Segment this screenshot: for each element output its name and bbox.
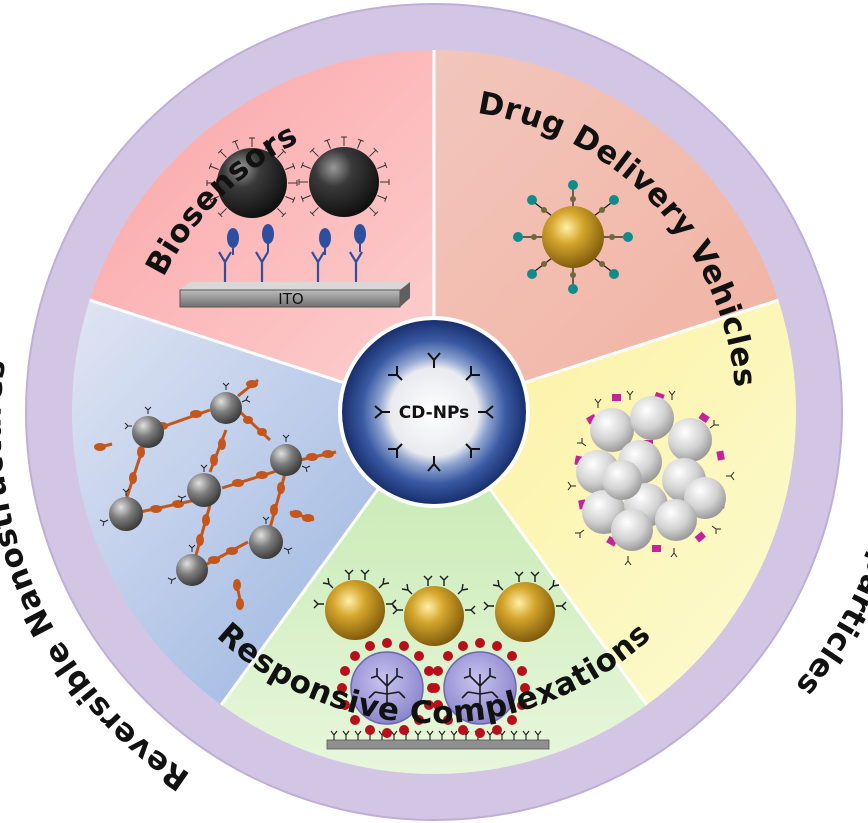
dark-nanoparticle (206, 137, 298, 218)
ito-label: ITO (278, 290, 303, 308)
center-label: CD-NPs (399, 403, 469, 423)
segment-biosensors[interactable] (89, 50, 434, 412)
reversible-network-illustration (94, 378, 337, 610)
center-cd-nanoparticle: CD-NPs (338, 316, 530, 508)
substrate (326, 739, 550, 750)
gold-nanoparticle (392, 575, 476, 646)
vesicle (337, 638, 437, 738)
gray-nanoparticle-group (109, 392, 302, 586)
dark-nanoparticle (299, 137, 389, 217)
responsive-complexation-illustration (313, 569, 567, 750)
vesicle (430, 638, 530, 738)
antigen-group (227, 224, 366, 248)
gold-nanoparticle (313, 569, 397, 640)
nanoparticle-assembly-illustration (567, 390, 735, 566)
segment-drug-delivery[interactable] (434, 50, 779, 412)
drug-carrier-illustration (513, 180, 633, 294)
biosensor-illustration: ITO (179, 137, 410, 308)
antibody-group (218, 251, 363, 282)
gold-nanoparticle (483, 571, 567, 642)
